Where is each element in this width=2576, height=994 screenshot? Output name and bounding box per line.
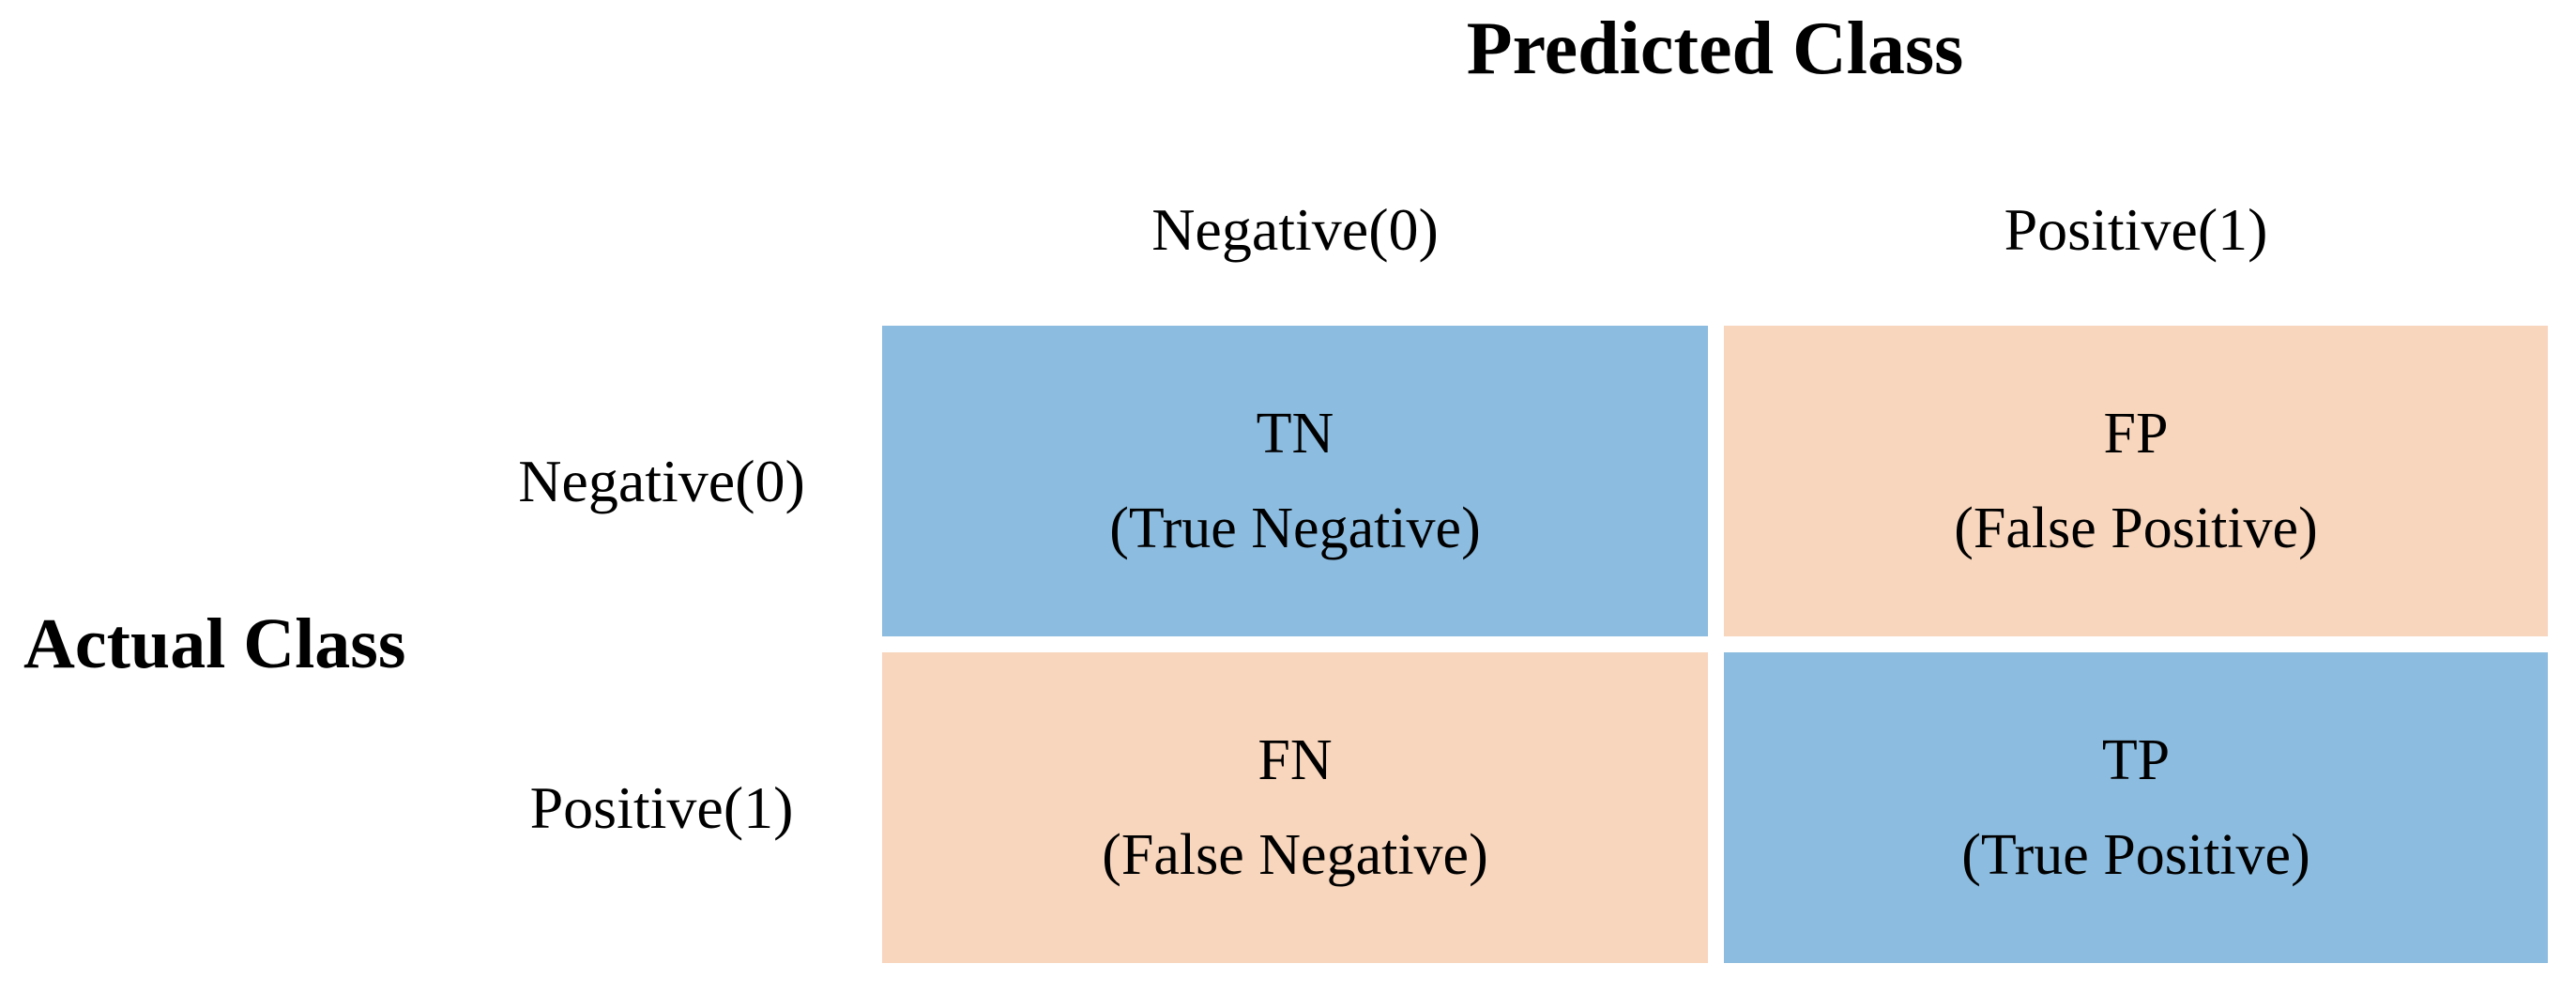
cell-true-positive-abbr: TP xyxy=(2101,728,2171,793)
column-header-negative: Negative(0) xyxy=(1151,196,1439,263)
column-header-positive: Positive(1) xyxy=(2004,196,2268,263)
row-header-positive: Positive(1) xyxy=(529,773,794,841)
cell-false-positive-full: (False Positive) xyxy=(1954,496,2318,560)
cell-true-positive-full: (True Positive) xyxy=(1961,822,2310,887)
cell-false-negative: FN (False Negative) xyxy=(882,652,1708,963)
predicted-class-title: Predicted Class xyxy=(1466,8,1964,90)
row-header-negative: Negative(0) xyxy=(518,447,805,514)
actual-class-axis-title: Actual Class xyxy=(23,604,406,683)
cell-false-positive: FP (False Positive) xyxy=(1724,326,2548,636)
cell-false-negative-full: (False Negative) xyxy=(1102,822,1488,887)
cell-true-positive: TP (True Positive) xyxy=(1724,652,2548,963)
cell-true-negative-full: (True Negative) xyxy=(1109,496,1481,560)
cell-false-positive-abbr: FP xyxy=(2103,402,2169,466)
cell-true-negative: TN (True Negative) xyxy=(882,326,1708,636)
cell-true-negative-abbr: TN xyxy=(1256,402,1334,466)
cell-false-negative-abbr: FN xyxy=(1258,728,1333,793)
